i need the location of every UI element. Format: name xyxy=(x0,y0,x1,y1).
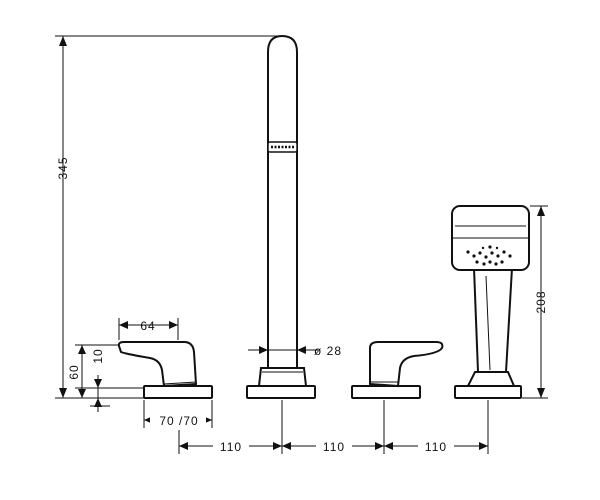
dimension-handle-heights: 60 10 xyxy=(67,344,150,412)
label-base-size: 70 /70 xyxy=(159,414,198,428)
spout xyxy=(246,34,316,399)
label-total-height: 345 xyxy=(56,156,70,179)
label-handle-width: 64 xyxy=(140,319,155,333)
dimension-handshower-height: 208 xyxy=(522,205,548,399)
label-height-10: 10 xyxy=(91,348,105,363)
dimension-total-height: 345 xyxy=(55,35,282,399)
label-spacing-2: 110 xyxy=(323,440,345,454)
dimension-spacing: 110 110 110 xyxy=(178,400,489,454)
label-spacing-3: 110 xyxy=(425,440,447,454)
label-height-60: 60 xyxy=(67,364,81,379)
label-handshower-height: 208 xyxy=(534,290,548,313)
label-spout-diameter: ø 28 xyxy=(314,344,342,358)
left-handle xyxy=(117,341,213,399)
right-handle xyxy=(351,341,444,399)
label-spacing-1: 110 xyxy=(220,440,242,454)
dimension-handle-width: 64 xyxy=(118,318,179,340)
dimension-base-size: 70 /70 xyxy=(143,400,213,428)
hand-shower xyxy=(451,205,530,399)
dimension-spout-diameter: ø 28 xyxy=(248,344,342,358)
